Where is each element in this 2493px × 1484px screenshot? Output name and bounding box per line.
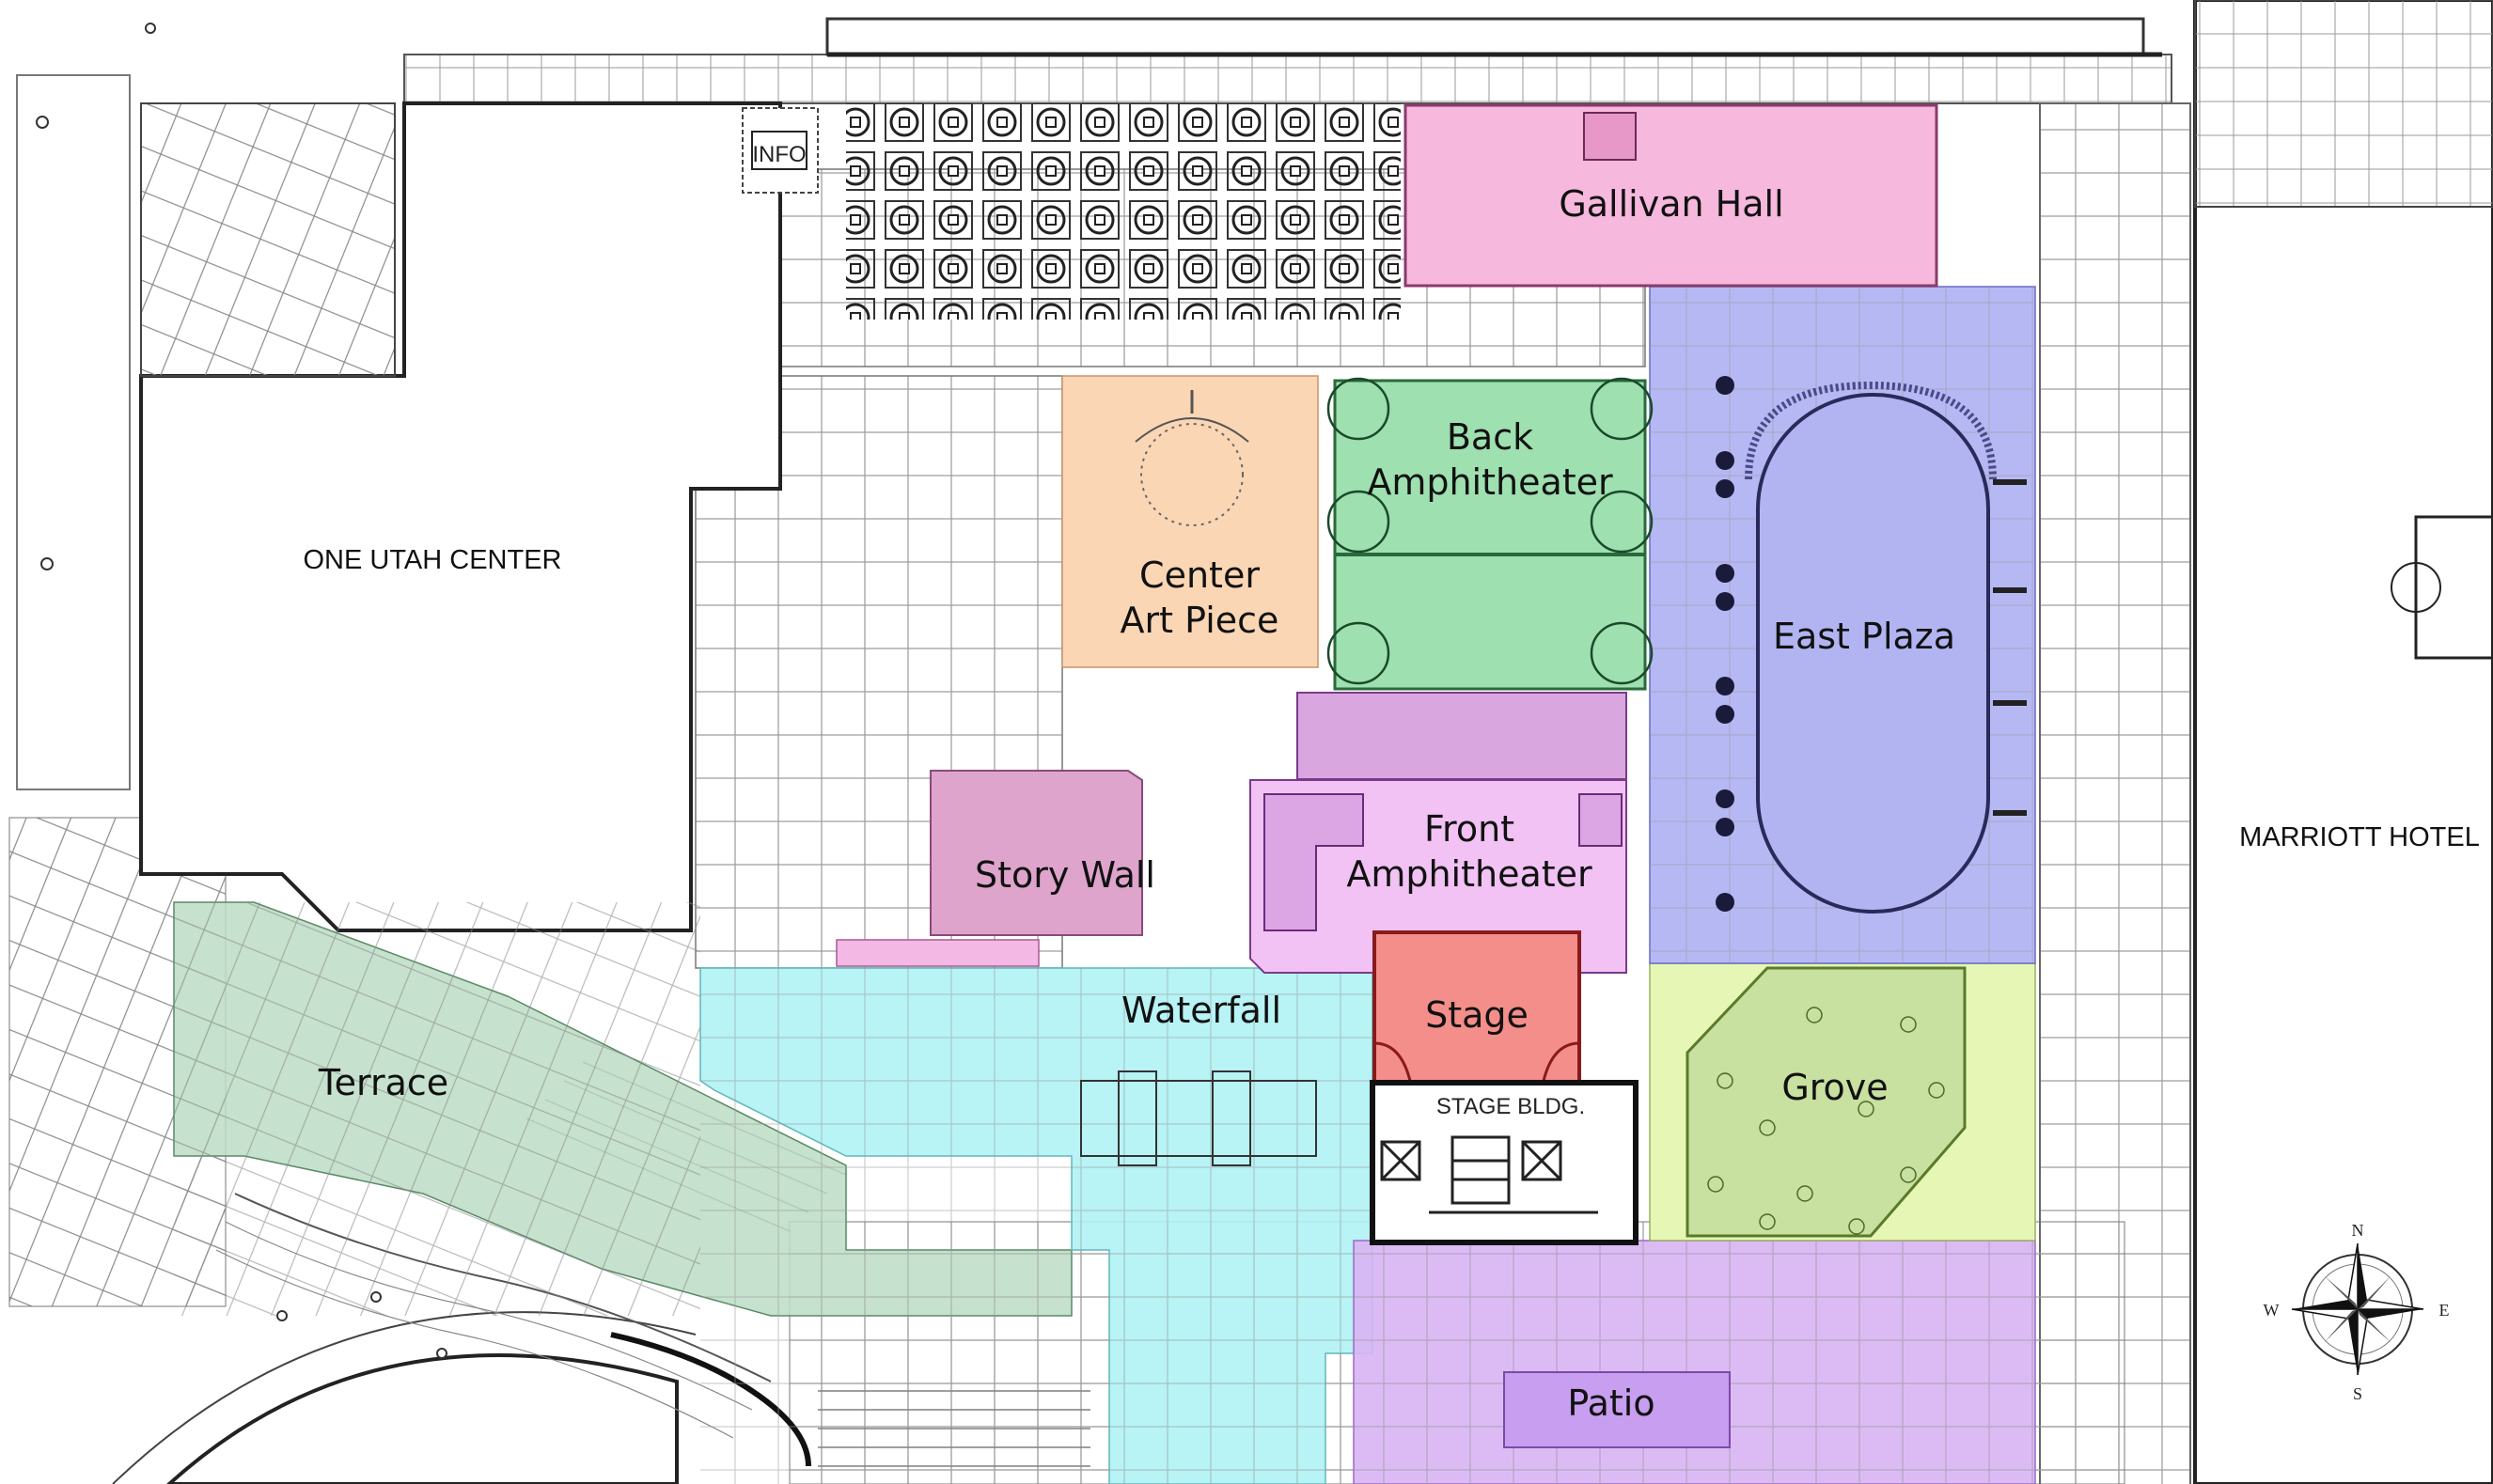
story-wall-label: Story Wall	[975, 854, 1155, 896]
stage-building: STAGE BLDG.	[1370, 1080, 1638, 1245]
east-plaza-label: East Plaza	[1773, 616, 1955, 657]
marriott-hotel-label: MARRIOTT HOTEL	[2239, 822, 2480, 852]
compass-rose: N S E W	[2264, 1221, 2450, 1403]
zone-grove[interactable]: Grove	[1649, 962, 2036, 1242]
front-amphitheater-label-line1: Front	[1424, 808, 1514, 850]
zone-gallivan-hall[interactable]: Gallivan Hall	[1403, 103, 1938, 288]
zone-front-amphitheater[interactable]: Front Amphitheater	[1249, 692, 1627, 974]
front-amphitheater-label-line2: Amphitheater	[1346, 853, 1592, 895]
center-art-label-line1: Center	[1139, 555, 1260, 596]
center-art-label-line2: Art Piece	[1121, 600, 1279, 641]
building-one-utah-center: ONE UTAH CENTER	[139, 102, 782, 932]
waterfall-label: Waterfall	[1121, 990, 1281, 1031]
info-label: INFO	[752, 142, 806, 167]
zone-center-art-piece[interactable]: Center Art Piece	[1061, 375, 1319, 668]
one-utah-center-label: ONE UTAH CENTER	[304, 545, 562, 575]
compass-s: S	[2353, 1384, 2362, 1403]
grove-label: Grove	[1781, 1067, 1888, 1108]
zone-back-amphitheater[interactable]: Back Amphitheater	[1326, 377, 1654, 691]
compass-e: E	[2439, 1301, 2450, 1320]
terrace-label: Terrace	[318, 1062, 448, 1103]
zone-east-plaza[interactable]: East Plaza	[1649, 286, 2036, 964]
back-amphitheater-label-line2: Amphitheater	[1367, 461, 1613, 503]
info-kiosk: INFO	[742, 107, 819, 194]
zone-stage[interactable]: Stage	[1372, 930, 1581, 1085]
compass-n: N	[2352, 1221, 2364, 1240]
patio-label: Patio	[1567, 1382, 1654, 1424]
zone-patio[interactable]: Patio	[1353, 1240, 2036, 1484]
gallivan-hall-label: Gallivan Hall	[1559, 183, 1783, 225]
stage-label: Stage	[1425, 994, 1529, 1036]
stage-bldg-label: STAGE BLDG.	[1436, 1094, 1585, 1119]
compass-w: W	[2264, 1301, 2280, 1320]
zone-story-wall[interactable]: Story Wall	[836, 770, 1155, 967]
back-amphitheater-label-line1: Back	[1447, 416, 1533, 458]
